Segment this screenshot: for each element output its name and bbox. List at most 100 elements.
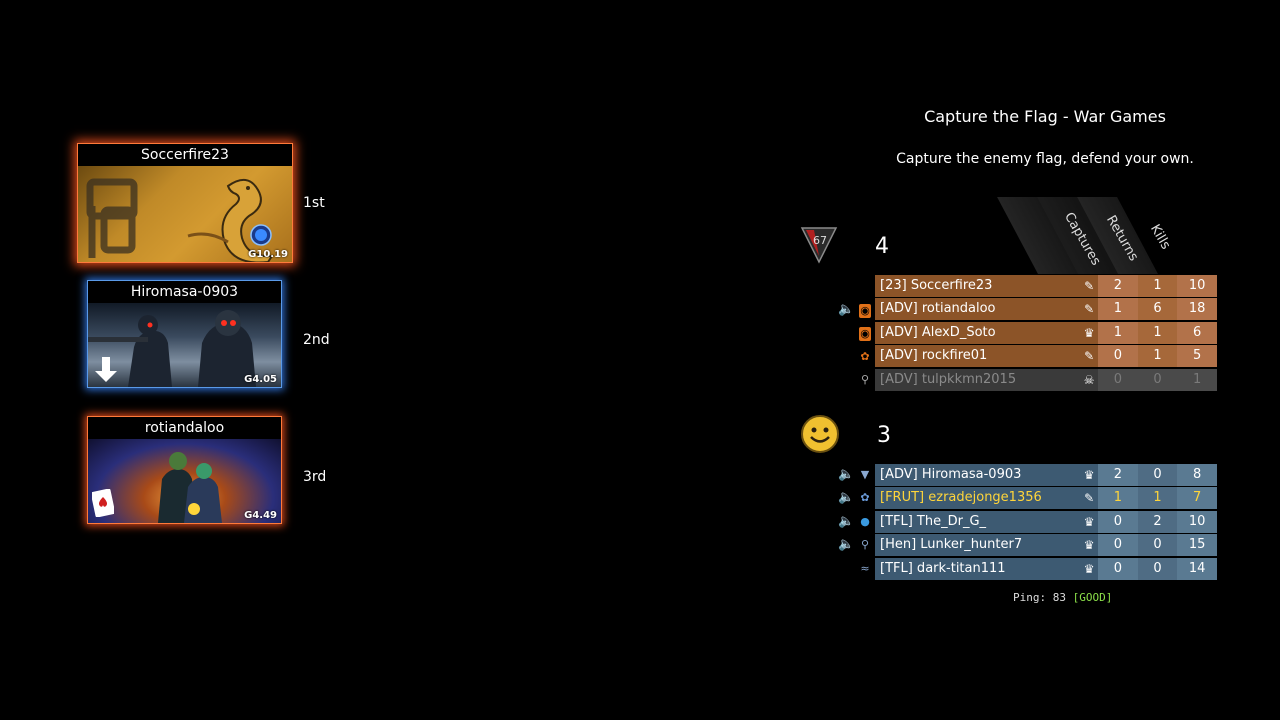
- team-emblem-icon: 67: [800, 227, 838, 264]
- returns-value: 2: [1137, 511, 1178, 533]
- player-name: [ADV] rockfire01: [875, 345, 1081, 367]
- captures-value: 1: [1098, 298, 1138, 320]
- returns-value: 0: [1137, 534, 1178, 556]
- soldier-class-icon: ✎: [1080, 345, 1099, 367]
- player-badge-icon: ✿: [860, 491, 870, 504]
- returns-value: 0: [1137, 464, 1178, 486]
- speaker-icon[interactable]: 🔈: [838, 490, 855, 505]
- soldier-class-icon: ✎: [1080, 298, 1099, 320]
- captures-value: 1: [1098, 322, 1138, 344]
- player-name: [ADV] AlexD_Soto: [875, 322, 1081, 344]
- player-name: [ADV] Hiromasa-0903: [875, 464, 1081, 486]
- kills-value: 15: [1177, 534, 1217, 556]
- place-label-1st: 1st: [303, 195, 325, 211]
- player-grade: G10.19: [248, 249, 288, 260]
- player-name: [ADV] rotiandaloo: [875, 298, 1081, 320]
- scoreboard-row[interactable]: [ADV] AlexD_Soto ♛ 1 1 6: [875, 322, 1217, 344]
- ace-card-icon: [92, 489, 114, 517]
- game-mode-description: Capture the enemy flag, defend your own.: [896, 151, 1194, 167]
- kills-value: 1: [1177, 369, 1217, 391]
- smiley-team-icon: [801, 415, 839, 453]
- captures-value: 0: [1098, 511, 1138, 533]
- player-card-art: [88, 303, 281, 387]
- returns-value: 6: [1137, 298, 1178, 320]
- captures-value: 1: [1098, 487, 1138, 509]
- speaker-icon[interactable]: 🔈: [838, 302, 855, 317]
- scoreboard-row[interactable]: [ADV] tulpkkmn2015 ☠ 0 0 1: [875, 369, 1217, 391]
- heavy-class-icon: ♛: [1080, 534, 1099, 556]
- player-card-art: [78, 166, 292, 262]
- speaker-icon[interactable]: 🔈: [838, 537, 855, 552]
- player-name: [ADV] tulpkkmn2015: [875, 369, 1081, 391]
- speaker-icon[interactable]: 🔈: [838, 467, 855, 482]
- kills-value: 10: [1177, 511, 1217, 533]
- player-badge-icon: ▼: [860, 468, 870, 481]
- scoreboard-row[interactable]: [TFL] dark-titan111 ♛ 0 0 14: [875, 558, 1217, 580]
- soldier-class-icon: ✎: [1080, 275, 1099, 297]
- captures-value: 0: [1098, 369, 1138, 391]
- ping-label: Ping: 83: [1013, 591, 1073, 604]
- player-name: [23] Soccerfire23: [875, 275, 1081, 297]
- scoreboard-row[interactable]: [ADV] Hiromasa-0903 ♛ 2 0 8: [875, 464, 1217, 486]
- arrow-down-icon: [95, 357, 117, 382]
- heavy-class-icon: ♛: [1080, 464, 1099, 486]
- svg-text:67: 67: [813, 234, 827, 247]
- scoreboard-row[interactable]: [Hen] Lunker_hunter7 ♛ 0 0 15: [875, 534, 1217, 556]
- captures-value: 0: [1098, 558, 1138, 580]
- captures-value: 0: [1098, 345, 1138, 367]
- returns-value: 1: [1137, 345, 1178, 367]
- ping-status: [GOOD]: [1072, 591, 1113, 604]
- captures-value: 2: [1098, 275, 1138, 297]
- column-header-kills: Kills: [1147, 222, 1174, 253]
- player-badge-icon: ◉: [859, 304, 871, 318]
- game-mode-title: Capture the Flag - War Games: [924, 107, 1166, 126]
- player-name: [Hen] Lunker_hunter7: [875, 534, 1081, 556]
- ping-indicator: Ping: 83 [GOOD]: [1013, 591, 1112, 604]
- team-score: 3: [877, 423, 891, 448]
- rank-emblem-icon: [250, 224, 272, 246]
- skull-icon: ☠: [1080, 369, 1099, 391]
- heavy-class-icon: ♛: [1080, 322, 1099, 344]
- soldier-class-icon: ✎: [1080, 487, 1099, 509]
- scoreboard-row[interactable]: [23] Soccerfire23 ✎ 2 1 10: [875, 275, 1217, 297]
- heavy-class-icon: ♛: [1080, 511, 1099, 533]
- player-name: rotiandaloo: [88, 417, 281, 439]
- player-name: [TFL] dark-titan111: [875, 558, 1081, 580]
- team-score: 4: [875, 234, 889, 259]
- heavy-class-icon: ♛: [1080, 558, 1099, 580]
- podium-card-3rd[interactable]: rotiandaloo G4.49: [87, 416, 282, 524]
- player-name: [FRUT] ezradejonge1356: [875, 487, 1081, 509]
- returns-value: 0: [1137, 558, 1178, 580]
- kills-value: 8: [1177, 464, 1217, 486]
- returns-value: 0: [1137, 369, 1178, 391]
- speaker-icon[interactable]: 🔈: [838, 514, 855, 529]
- kills-value: 6: [1177, 322, 1217, 344]
- kills-value: 5: [1177, 345, 1217, 367]
- place-label-2nd: 2nd: [303, 332, 330, 348]
- podium-card-1st[interactable]: Soccerfire23 G10.19: [77, 143, 293, 263]
- player-grade: G4.05: [244, 374, 277, 385]
- player-name: Soccerfire23: [78, 144, 292, 166]
- player-badge-icon: ✿: [860, 350, 870, 363]
- kills-value: 18: [1177, 298, 1217, 320]
- scoreboard-row-self[interactable]: [FRUT] ezradejonge1356 ✎ 1 1 7: [875, 487, 1217, 509]
- kills-value: 7: [1177, 487, 1217, 509]
- returns-value: 1: [1137, 275, 1178, 297]
- captures-value: 0: [1098, 534, 1138, 556]
- scoreboard-row[interactable]: [ADV] rotiandaloo ✎ 1 6 18: [875, 298, 1217, 320]
- player-badge-icon: ●: [860, 515, 870, 528]
- player-badge-icon: ◉: [859, 327, 871, 341]
- player-badge-icon: ⚲: [860, 373, 870, 386]
- captures-value: 2: [1098, 464, 1138, 486]
- player-name: Hiromasa-0903: [88, 281, 281, 303]
- player-badge-icon: ≈: [860, 562, 870, 575]
- player-name: [TFL] The_Dr_G_: [875, 511, 1081, 533]
- returns-value: 1: [1137, 487, 1178, 509]
- scoreboard-row[interactable]: [TFL] The_Dr_G_ ♛ 0 2 10: [875, 511, 1217, 533]
- returns-value: 1: [1137, 322, 1178, 344]
- scoreboard-row[interactable]: [ADV] rockfire01 ✎ 0 1 5: [875, 345, 1217, 367]
- podium-card-2nd[interactable]: Hiromasa-0903 G4.05: [87, 280, 282, 388]
- kills-value: 14: [1177, 558, 1217, 580]
- kills-value: 10: [1177, 275, 1217, 297]
- player-grade: G4.49: [244, 510, 277, 521]
